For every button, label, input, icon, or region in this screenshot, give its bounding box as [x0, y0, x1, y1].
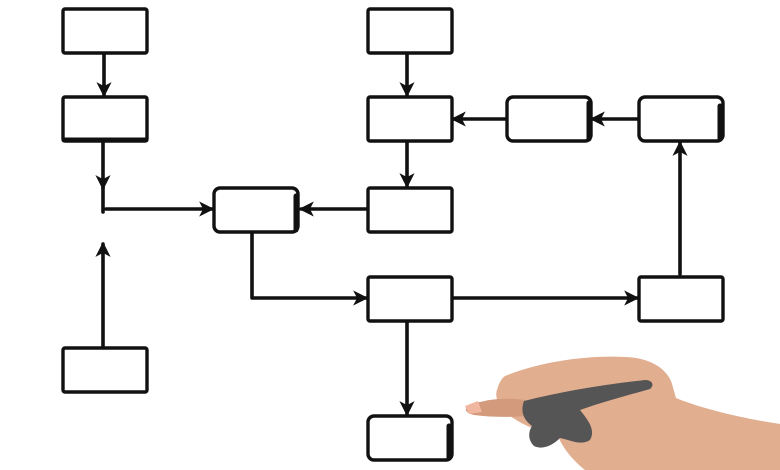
flowchart-node-11 — [637, 275, 725, 323]
flowchart-node-1 — [61, 7, 149, 55]
flowchart-node-4 — [212, 186, 300, 234]
marker-body — [522, 380, 653, 448]
flowchart-node-7 — [505, 95, 593, 143]
flowchart-node-5 — [366, 7, 454, 55]
flowchart-node-12 — [366, 414, 454, 462]
hand-with-marker-icon — [465, 356, 780, 470]
flowchart-node-6 — [366, 95, 454, 143]
flowchart-node-9 — [366, 186, 454, 234]
connector-n4-n10 — [250, 230, 369, 306]
hand-finger — [465, 398, 540, 417]
hand-palm — [496, 356, 780, 470]
flowchart-node-10 — [366, 275, 454, 323]
marker-tip — [465, 401, 482, 414]
flowchart-node-3 — [61, 346, 149, 394]
flowchart-node-2 — [61, 95, 149, 143]
flowchart-node-8 — [637, 95, 725, 143]
hand-thumb-knuckle — [506, 379, 555, 395]
